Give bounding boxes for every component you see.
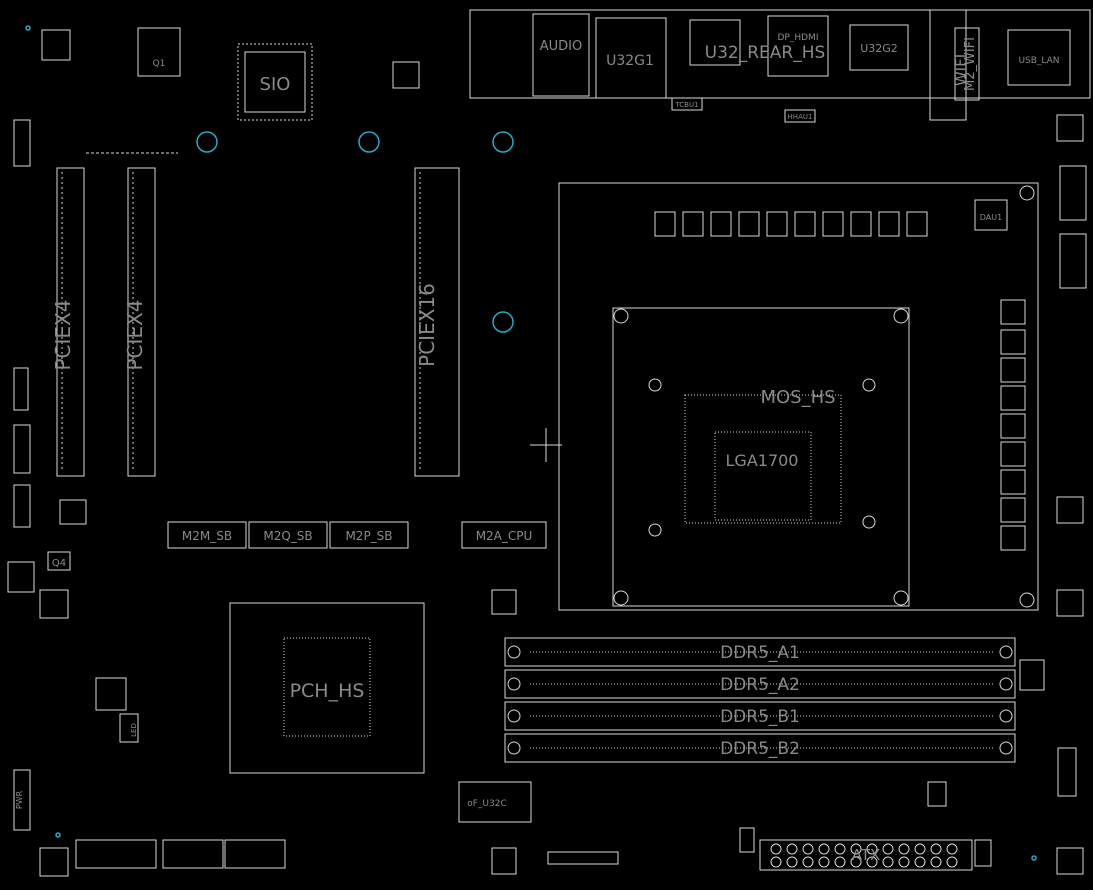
atx-label: ATX — [852, 846, 881, 864]
lga1700-label: LGA1700 — [726, 451, 799, 470]
q4-label: Q4 — [52, 558, 66, 569]
ddr5-a1-label: DDR5_A1 — [720, 643, 800, 663]
pciex4-a-label: PCIEX4 — [51, 300, 75, 371]
mounting-holes — [25, 25, 1037, 861]
ddr5-slots — [504, 637, 1016, 763]
m2-slots — [167, 521, 547, 549]
sio-label: SIO — [260, 74, 291, 95]
m2m-sb-label: M2M_SB — [182, 529, 232, 543]
wifi-label: WIFI — [952, 54, 970, 86]
left-headers — [7, 29, 286, 877]
right-headers — [491, 114, 1087, 875]
mos-hs-label: MOS_HS — [760, 387, 835, 408]
ddr5-b2-label: DDR5_B2 — [720, 739, 800, 759]
pciex4-b-label: PCIEX4 — [123, 300, 147, 371]
q1-label: Q1 — [153, 59, 166, 69]
ddr5-a2-label: DDR5_A2 — [720, 675, 800, 695]
u32-rear-hs-label: U32_REAR_HS — [705, 43, 826, 63]
tcbu1-label: TCBU1 — [674, 101, 698, 109]
pcie-slots — [56, 152, 460, 477]
dau1-label: DAU1 — [980, 213, 1002, 222]
atx-connector — [739, 827, 992, 871]
cpu-area — [530, 182, 1039, 611]
m2p-sb-label: M2P_SB — [345, 529, 392, 543]
m2-wifi-label: M2_WIFI — [963, 37, 978, 91]
pwr-label: PWR — [15, 790, 24, 809]
hhau1-label: HHAU1 — [788, 113, 813, 121]
m2a-cpu-label: M2A_CPU — [476, 529, 533, 543]
u32g2-label: U32G2 — [860, 42, 898, 55]
pch-hs-label: PCH_HS — [290, 680, 365, 702]
pciex16-label: PCIEX16 — [415, 283, 439, 367]
oc-u32c-label: oF_U32C — [467, 799, 507, 809]
m2q-sb-label: M2Q_SB — [263, 529, 312, 543]
pch-area — [95, 602, 532, 823]
usb-lan-label: USB_LAN — [1018, 56, 1059, 66]
rear-io-area — [469, 9, 1091, 231]
audio-label: AUDIO — [540, 39, 583, 54]
ddr5-b1-label: DDR5_B1 — [720, 707, 800, 727]
u32g1-label: U32G1 — [606, 53, 654, 69]
dp-hdmi-label: DP_HDMI — [778, 33, 819, 43]
sio-chip — [137, 27, 420, 121]
led-label: LED — [130, 723, 138, 737]
